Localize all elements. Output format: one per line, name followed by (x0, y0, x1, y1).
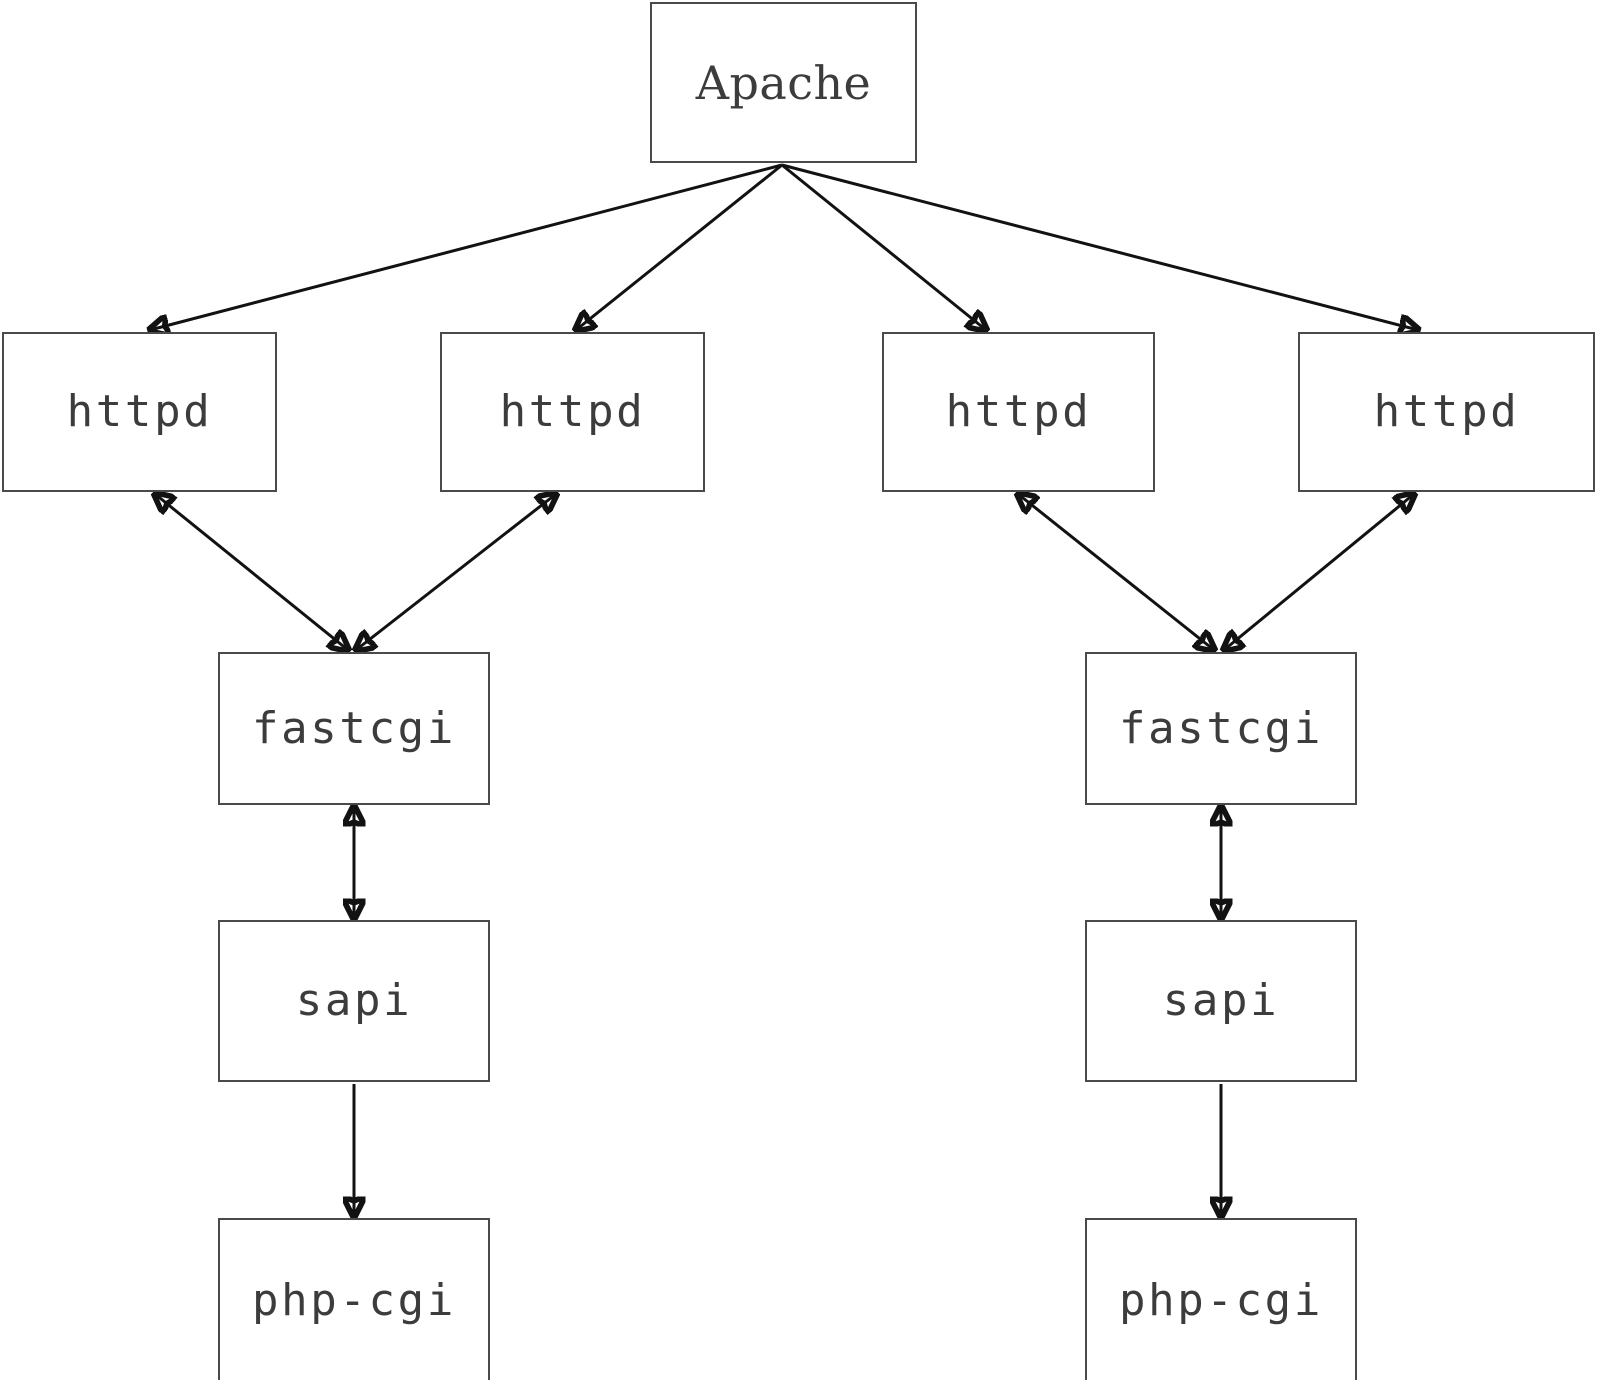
node-label-fastcgi1: fastcgi (252, 702, 456, 754)
arrow-e-apache-httpd1 (150, 163, 783, 330)
arrow-e-apache-httpd2 (576, 163, 783, 330)
arrow-e-httpd3-fastcgi2 (1018, 494, 1214, 650)
node-label-httpd1: httpd (66, 386, 213, 437)
node-httpd1[interactable]: httpd (2, 332, 277, 492)
node-label-httpd4: httpd (1373, 386, 1520, 437)
arrow-e-httpd1-fastcgi1 (155, 494, 348, 650)
arrow-e-httpd4-fastcgi2 (1224, 494, 1414, 650)
arrow-e-httpd2-fastcgi1 (356, 494, 556, 650)
node-httpd4[interactable]: httpd (1298, 332, 1595, 492)
node-httpd2[interactable]: httpd (440, 332, 705, 492)
arrow-e-apache-httpd4 (781, 163, 1418, 330)
node-label-httpd2: httpd (499, 386, 646, 437)
node-label-apache: Apache (695, 55, 872, 110)
node-phpcgi2[interactable]: php-cgi (1085, 1218, 1357, 1380)
arrow-e-apache-httpd3 (781, 163, 986, 330)
node-label-fastcgi2: fastcgi (1119, 702, 1323, 754)
edge-group (150, 163, 1418, 1216)
node-sapi2[interactable]: sapi (1085, 920, 1357, 1082)
node-fastcgi2[interactable]: fastcgi (1085, 652, 1357, 805)
node-httpd3[interactable]: httpd (882, 332, 1155, 492)
node-label-phpcgi1: php-cgi (252, 1275, 456, 1326)
node-label-sapi2: sapi (1162, 975, 1280, 1026)
node-label-sapi1: sapi (295, 975, 413, 1026)
node-apache[interactable]: Apache (650, 2, 917, 163)
node-fastcgi1[interactable]: fastcgi (218, 652, 490, 805)
node-phpcgi1[interactable]: php-cgi (218, 1218, 490, 1380)
node-label-phpcgi2: php-cgi (1119, 1275, 1323, 1326)
node-label-httpd3: httpd (945, 386, 1092, 437)
node-sapi1[interactable]: sapi (218, 920, 490, 1082)
